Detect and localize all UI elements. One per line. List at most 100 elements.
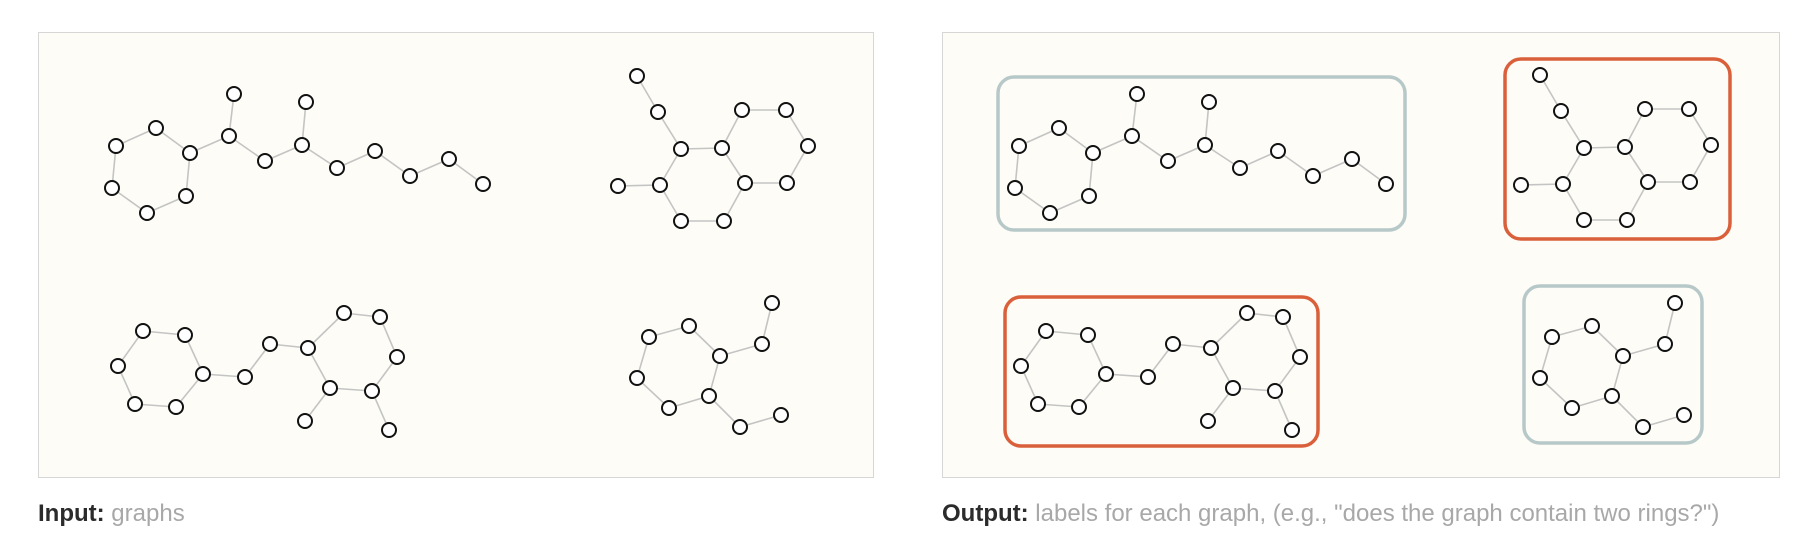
graph-node <box>1640 174 1656 190</box>
graph-node <box>734 102 750 118</box>
graph-node <box>135 323 151 339</box>
label-box-positive <box>1503 57 1732 241</box>
graph-node <box>389 349 405 365</box>
graph-node <box>139 205 155 221</box>
graph-node <box>1513 177 1529 193</box>
graph-node <box>322 380 338 396</box>
graph-node <box>1284 422 1300 438</box>
graph-node <box>754 336 770 352</box>
graph-node <box>778 102 794 118</box>
graph-node <box>1129 86 1145 102</box>
graph-node <box>148 120 164 136</box>
input-graph-single-ring <box>629 295 789 435</box>
graph-node <box>1225 380 1241 396</box>
graph-node <box>681 318 697 334</box>
graph-node <box>714 140 730 156</box>
graph-node <box>1681 101 1697 117</box>
graph-node <box>712 348 728 364</box>
graph-node <box>1553 103 1569 119</box>
graph-node <box>1576 140 1592 156</box>
graph-node <box>1267 383 1283 399</box>
graph-node <box>673 141 689 157</box>
graph-node <box>1080 327 1096 343</box>
graph-node <box>800 138 816 154</box>
graph-node <box>1305 168 1321 184</box>
graph-node <box>1532 370 1548 386</box>
graph-node <box>104 180 120 196</box>
graph-node <box>294 137 310 153</box>
graph-node <box>367 143 383 159</box>
graph-node <box>127 396 143 412</box>
graph-node <box>329 160 345 176</box>
graph-node <box>297 413 313 429</box>
graph-node <box>1292 349 1308 365</box>
graph-node <box>257 153 273 169</box>
graph-node <box>178 188 194 204</box>
graph-node <box>1555 176 1571 192</box>
graph-node <box>1544 329 1560 345</box>
graph-node <box>1275 309 1291 325</box>
graph-node <box>779 175 795 191</box>
label-box-positive <box>1003 295 1320 448</box>
graph-node <box>1703 137 1719 153</box>
graph-node <box>1201 94 1217 110</box>
input-caption-text: graphs <box>104 500 185 527</box>
graph-node <box>652 177 668 193</box>
output-caption-text: labels for each graph, (e.g., "does the … <box>1028 500 1720 527</box>
graph-node <box>701 388 717 404</box>
graph-node <box>237 369 253 385</box>
graph-node <box>1667 295 1683 311</box>
graph-node <box>1140 369 1156 385</box>
output-caption: Output: labels for each graph, (e.g., "d… <box>942 500 1719 528</box>
graph-node <box>732 419 748 435</box>
graph-node <box>402 168 418 184</box>
graph-node <box>1030 396 1046 412</box>
graph-edge <box>307 312 345 349</box>
graph-node <box>610 178 626 194</box>
input-graph-chain-with-ring <box>104 86 491 221</box>
graph-node <box>364 383 380 399</box>
graph-node <box>177 327 193 343</box>
graph-node <box>1576 212 1592 228</box>
graph-node <box>1239 305 1255 321</box>
output-graph-single-ring <box>1522 284 1704 445</box>
graph-node <box>1682 174 1698 190</box>
graph-node <box>226 86 242 102</box>
graph-node <box>1197 137 1213 153</box>
graph-node <box>629 370 645 386</box>
graph-node <box>195 366 211 382</box>
input-graph-two-fused-rings <box>610 68 816 229</box>
graph-node <box>262 336 278 352</box>
output-graph-two-separate-rings <box>1003 295 1320 448</box>
graph-node <box>1085 145 1101 161</box>
graph-node <box>381 422 397 438</box>
graph-node <box>1378 176 1394 192</box>
graph-node <box>168 399 184 415</box>
graph-node <box>182 145 198 161</box>
graph-node <box>737 175 753 191</box>
graph-node <box>1011 138 1027 154</box>
graph-node <box>1604 388 1620 404</box>
graph-node <box>661 400 677 416</box>
graph-node <box>1007 180 1023 196</box>
graph-node <box>1532 67 1548 83</box>
output-caption-label: Output: <box>942 500 1029 527</box>
graph-node <box>372 309 388 325</box>
graph-node <box>475 176 491 192</box>
graph-node <box>1637 101 1653 117</box>
graph-node <box>1042 205 1058 221</box>
graph-node <box>1617 139 1633 155</box>
graph-node <box>1564 400 1580 416</box>
input-caption: Input: graphs <box>38 500 185 528</box>
graph-node <box>441 151 457 167</box>
graph-node <box>1098 366 1114 382</box>
graph-node <box>1619 212 1635 228</box>
graph-node <box>1038 323 1054 339</box>
graph-node <box>1635 419 1651 435</box>
graph-node <box>1232 160 1248 176</box>
graph-node <box>629 68 645 84</box>
output-graph-chain-with-ring <box>996 75 1407 232</box>
graph-node <box>1203 340 1219 356</box>
graph-node <box>1270 143 1286 159</box>
graph-node <box>110 358 126 374</box>
